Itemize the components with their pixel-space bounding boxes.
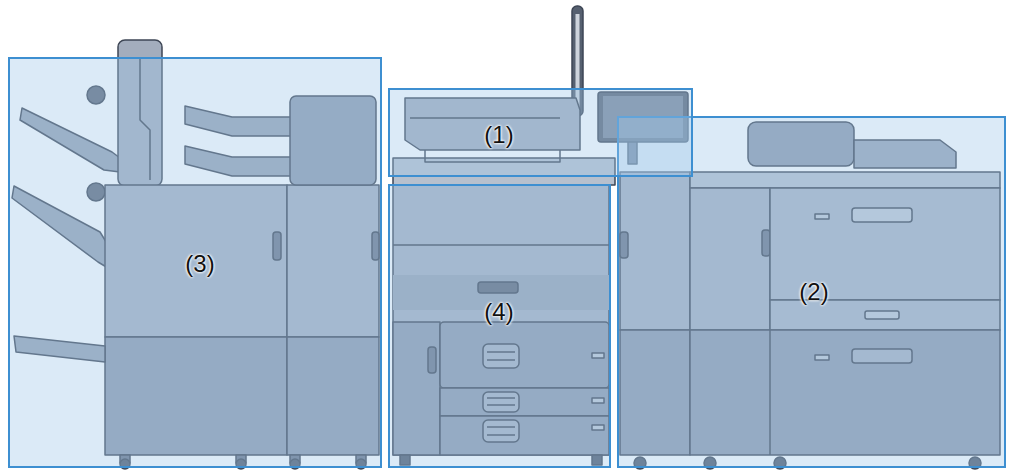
callout-number: (3) [185, 250, 214, 278]
callout-number: (4) [484, 298, 513, 326]
callout-number: (1) [484, 121, 513, 149]
part-region: (1) [388, 88, 693, 177]
part-region: (4) [388, 184, 611, 468]
part-region: (3) [8, 57, 382, 468]
callout-number: (2) [799, 278, 828, 306]
